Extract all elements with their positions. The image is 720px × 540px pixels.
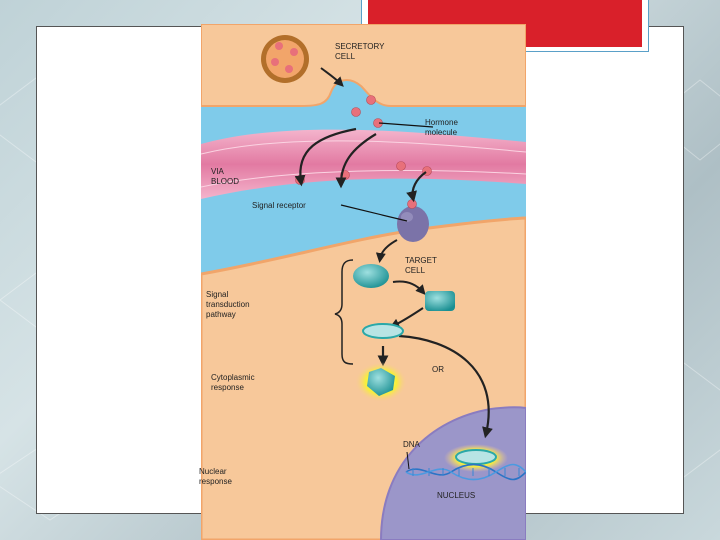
transcription-factor [455, 449, 497, 465]
relay-protein-3 [362, 323, 404, 339]
relay-protein-1 [353, 264, 389, 288]
label-signal-transduction: Signal transduction pathway [206, 290, 250, 319]
label-signal-receptor: Signal receptor [252, 201, 306, 210]
label-or: OR [432, 365, 444, 374]
receptor-pointer [340, 204, 408, 222]
blood-vessel [201, 129, 526, 199]
label-hormone-molecule: Hormone molecule [425, 118, 458, 137]
signal-receptor [397, 206, 429, 242]
dna-pointer [406, 451, 410, 470]
label-dna: DNA [403, 440, 420, 449]
label-target-cell: TARGET CELL [405, 256, 437, 275]
hormone-pointer [378, 122, 434, 128]
cell-signaling-diagram [201, 24, 526, 540]
relay-protein-2 [425, 291, 455, 311]
transduction-bracket [334, 259, 354, 365]
label-cytoplasmic-response: Cytoplasmic response [211, 373, 255, 392]
label-nuclear-response: Nuclear response [199, 467, 232, 486]
dna-strand [405, 463, 526, 481]
hormone-icon [275, 42, 283, 50]
activated-protein [367, 368, 395, 396]
label-nucleus: NUCLEUS [437, 491, 476, 500]
label-via-blood: VIA BLOOD [211, 167, 240, 186]
label-secretory-cell: SECRETORY CELL [335, 42, 385, 61]
